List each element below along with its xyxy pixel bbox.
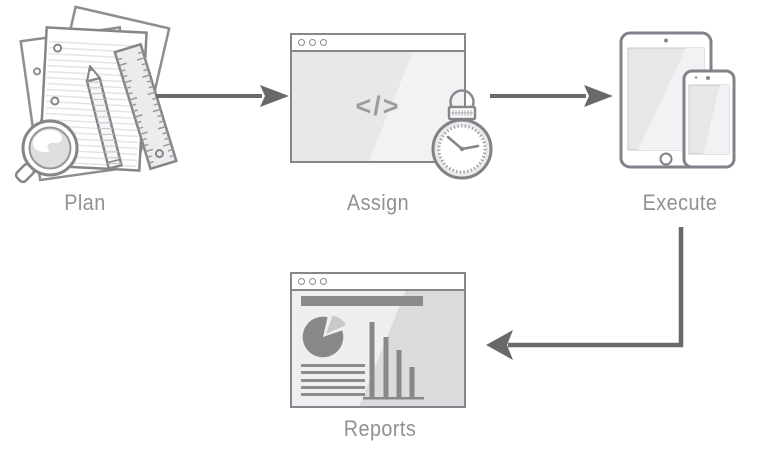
code-glyph: </> <box>355 91 401 121</box>
arrow-plan-to-assign <box>156 85 289 107</box>
arrow-execute-to-reports <box>486 227 684 360</box>
text-line-placeholder <box>301 371 365 375</box>
pencil-icon <box>85 65 123 170</box>
pie-chart-icon <box>302 315 346 358</box>
window-control-dot <box>309 278 316 285</box>
window-control-dot <box>309 39 316 46</box>
reports-browser-window <box>290 272 466 408</box>
tablet-camera-dot <box>664 38 668 43</box>
text-line-placeholder <box>301 378 365 382</box>
phone-sensor-dot <box>694 76 698 79</box>
text-line-placeholder <box>301 393 365 397</box>
window-control-dot <box>298 39 305 46</box>
step-execute-label: Execute <box>642 190 718 215</box>
window-titlebar <box>292 274 464 291</box>
plan-icon <box>14 5 178 184</box>
window-control-dot <box>320 278 327 285</box>
window-titlebar <box>292 35 464 52</box>
text-line-placeholder <box>301 386 365 390</box>
text-line-placeholder <box>301 364 365 368</box>
tablet-phone-icon <box>619 31 736 169</box>
ruler-icon <box>113 42 178 171</box>
step-plan-label: Plan <box>64 190 106 215</box>
tablet-home-button <box>659 152 673 166</box>
step-reports-label: Reports <box>343 416 417 441</box>
bar-chart-icon <box>363 322 424 400</box>
phone-icon <box>682 69 736 169</box>
window-control-dot <box>298 278 305 285</box>
step-assign-label: Assign <box>346 190 410 215</box>
coffee-cup-icon <box>14 119 79 184</box>
window-control-dot <box>320 39 327 46</box>
phone-camera-dot <box>706 76 710 80</box>
report-header-placeholder <box>301 296 423 306</box>
stopwatch-icon <box>431 89 493 180</box>
arrow-assign-to-execute <box>490 85 613 107</box>
reports-window-body <box>292 291 464 406</box>
